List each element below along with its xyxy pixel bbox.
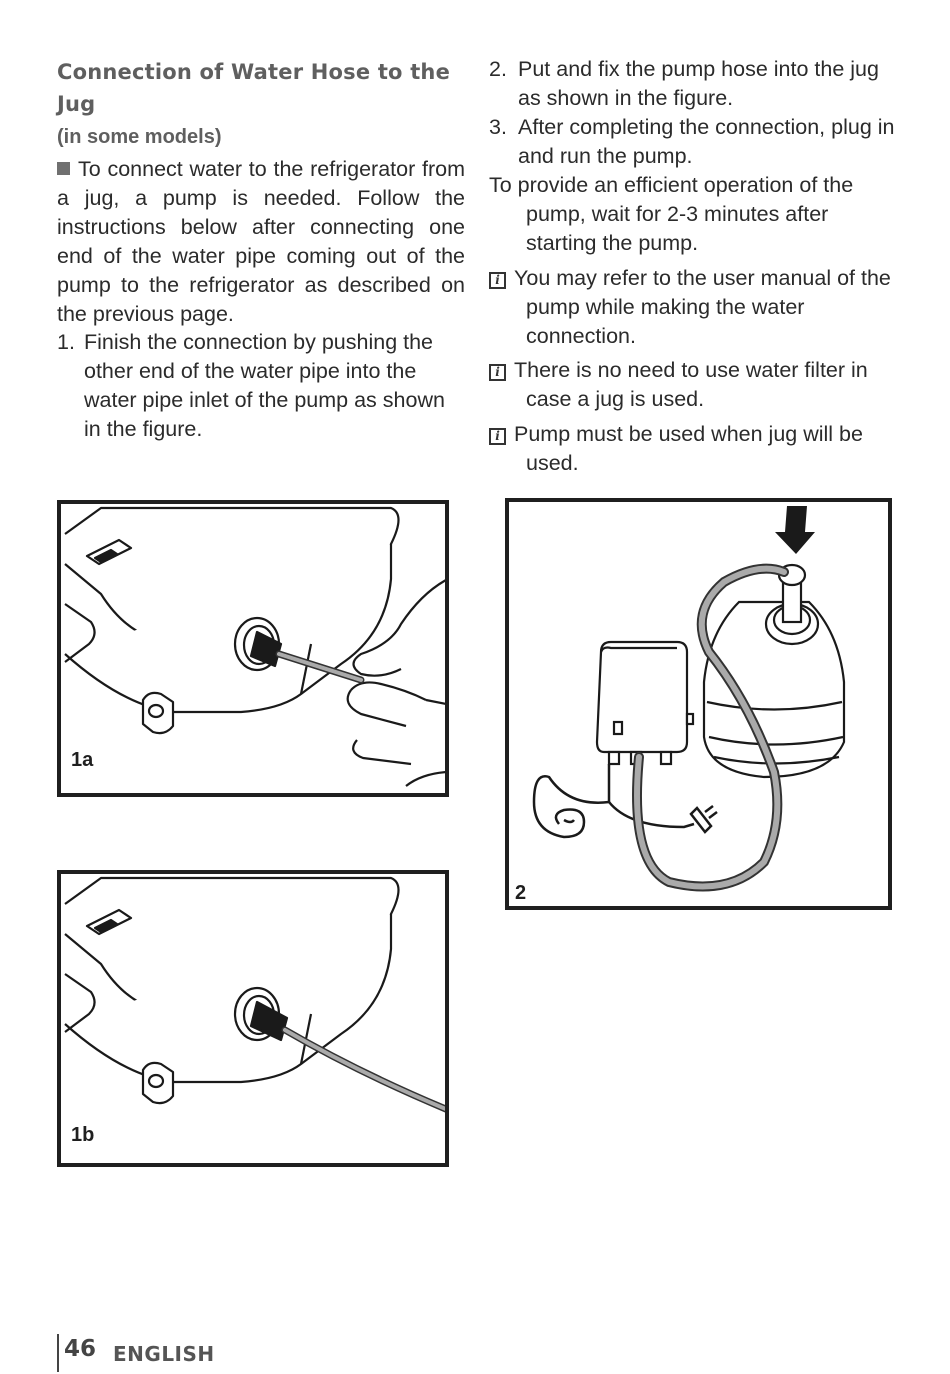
step-3-text: After completing the connection, plug in… (518, 115, 895, 168)
step-1: 1. Finish the connection by pushing the … (57, 328, 465, 444)
page-number: 46 (64, 1336, 97, 1362)
figure-1a: 1a (57, 500, 449, 797)
footer-divider (57, 1334, 59, 1372)
efficiency-note: To provide an efficient operation of the… (489, 173, 854, 255)
info-note-2-text: There is no need to use water filter in … (514, 358, 868, 411)
info-note-1: i You may refer to the user manual of the… (489, 264, 899, 351)
info-note-1-text: You may refer to the user manual of the … (514, 266, 891, 348)
footer-language: ENGLISH (113, 1342, 215, 1366)
figure-1a-label: 1a (71, 749, 94, 771)
info-note-3: i Pump must be used when jug will be used… (489, 420, 899, 478)
step-3: 3. After completing the connection, plug… (489, 113, 899, 171)
step-2: 2. Put and fix the pump hose into the ju… (489, 55, 899, 113)
intro-text: To connect water to the refrigerator fro… (57, 157, 465, 326)
step-2-number: 2. (489, 57, 507, 81)
step-2-text: Put and fix the pump hose into the jug a… (518, 57, 879, 110)
step-3-number: 3. (489, 115, 507, 139)
pump-and-jug-illustration (532, 506, 846, 892)
info-note-3-text: Pump must be used when jug will be used. (514, 422, 863, 475)
info-icon: i (489, 364, 506, 381)
figure-2: 2 (505, 498, 892, 910)
figure-2-label: 2 (515, 882, 527, 904)
step-1-text: Finish the connection by pushing the oth… (84, 330, 445, 441)
square-bullet-icon (57, 162, 70, 175)
pump-hose-connected-illustration (64, 876, 445, 1113)
intro-paragraph: To connect water to the refrigerator fro… (57, 155, 465, 329)
section-heading: Connection of Water Hose to the Jug (57, 60, 451, 116)
info-note-2: i There is no need to use water filter in… (489, 356, 899, 414)
info-icon: i (489, 428, 506, 445)
step-1-number: 1. (57, 330, 75, 354)
figure-1b: 1b (57, 870, 449, 1167)
figure-1b-label: 1b (71, 1124, 95, 1146)
info-icon: i (489, 272, 506, 289)
section-subheading: (in some models) (57, 126, 222, 148)
pump-hose-insertion-illustration (64, 506, 445, 787)
